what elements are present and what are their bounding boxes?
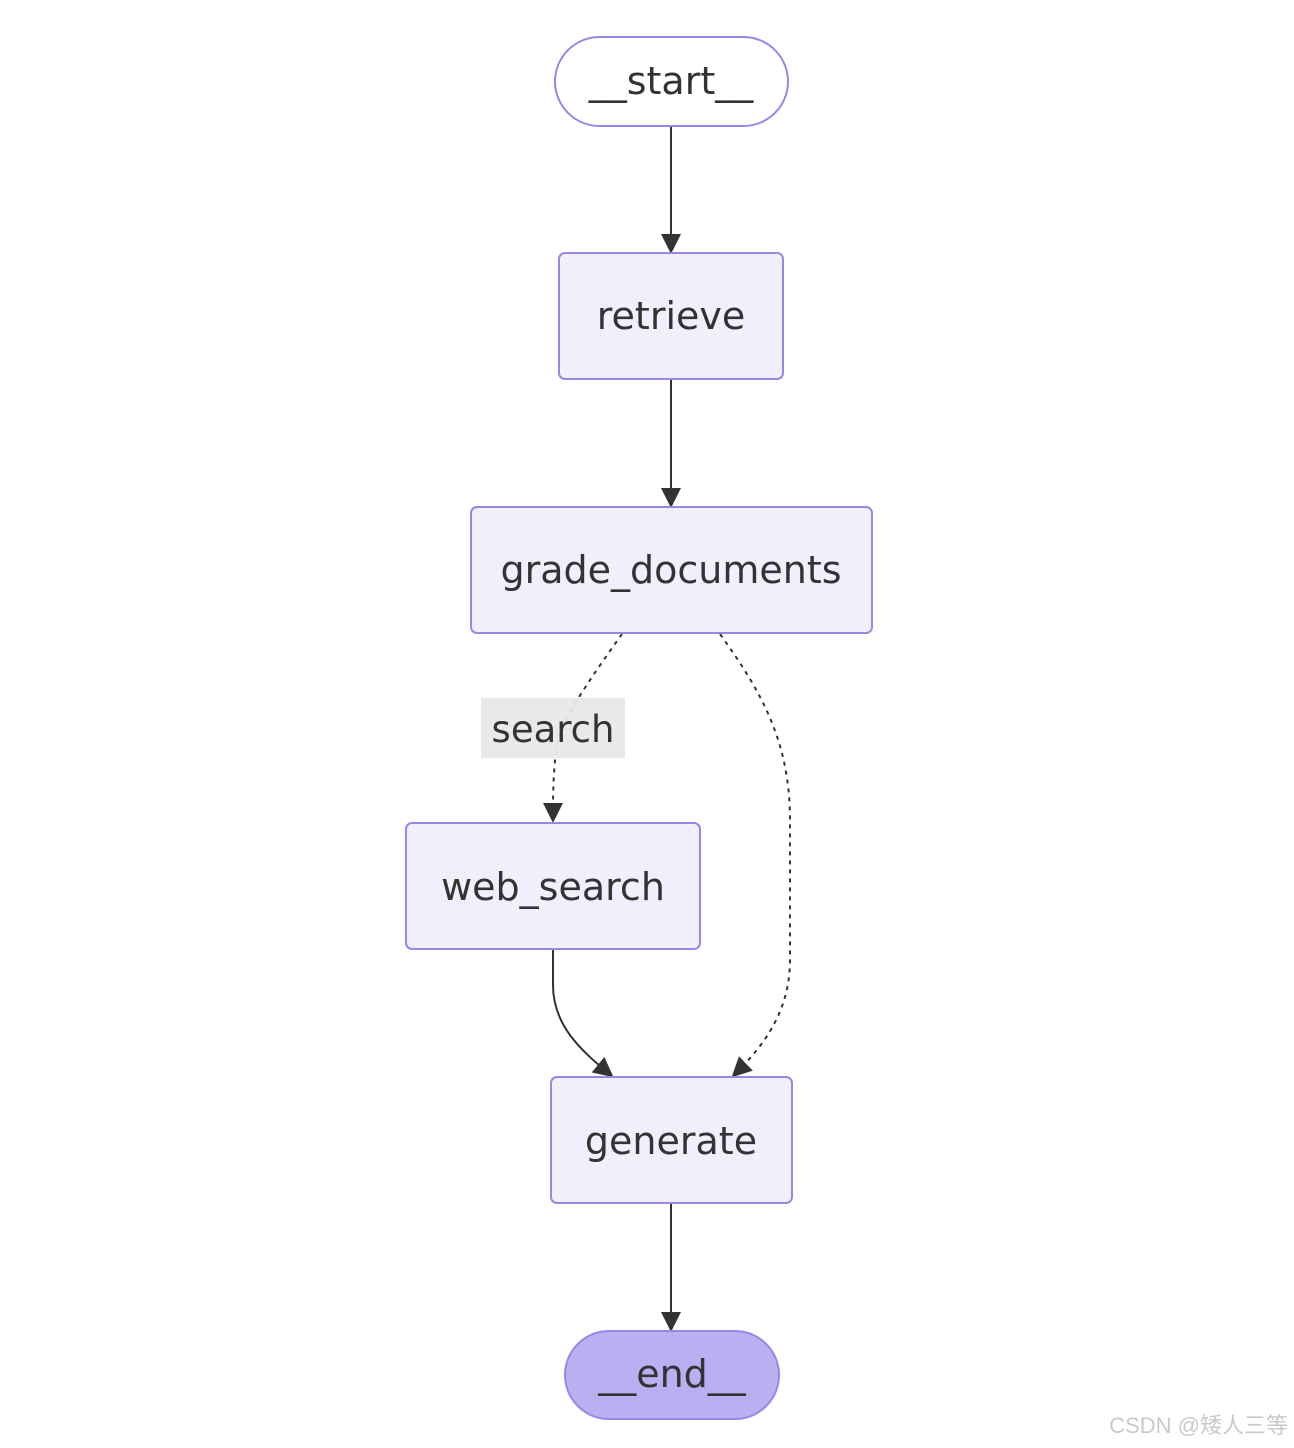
node-grade-documents-shape	[470, 506, 873, 634]
node-retrieve-label: retrieve	[597, 294, 746, 338]
node-web-search-shape	[405, 822, 701, 950]
watermark: CSDN @矮人三等	[1109, 1413, 1288, 1438]
edge-grade-documents-to-generate	[719, 633, 791, 1078]
node-start-shape	[554, 36, 789, 127]
node-generate: generate	[550, 1076, 793, 1204]
node-grade-documents: grade_documents	[470, 506, 873, 634]
node-generate-label: generate	[585, 1119, 757, 1163]
edge-web-search-to-generate	[552, 950, 614, 1078]
node-generate-shape	[550, 1076, 793, 1204]
node-retrieve: retrieve	[558, 252, 784, 380]
node-end: __end__	[564, 1330, 780, 1420]
edge-label-search-text: search	[492, 708, 615, 751]
node-end-shape	[564, 1330, 780, 1420]
edge-label-background	[481, 698, 625, 758]
node-grade-documents-label: grade_documents	[500, 548, 841, 592]
node-start-label: __start__	[588, 59, 755, 103]
node-retrieve-shape	[558, 252, 784, 380]
node-web-search-label: web_search	[441, 865, 665, 909]
node-web-search: web_search	[405, 822, 701, 950]
edge-label-search: search	[481, 698, 625, 758]
node-end-label: __end__	[597, 1352, 747, 1396]
node-start: __start__	[554, 36, 789, 127]
